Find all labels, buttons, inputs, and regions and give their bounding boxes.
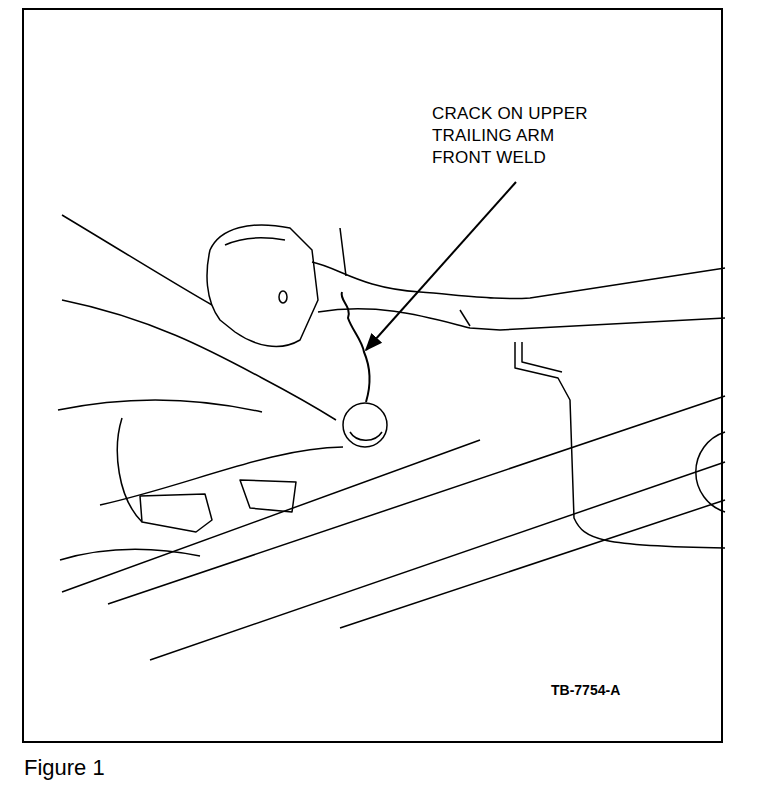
weld-crack xyxy=(342,292,370,402)
figure-caption: Figure 1 xyxy=(24,755,105,781)
line-art xyxy=(58,215,725,660)
figure-code: TB-7754-A xyxy=(551,682,620,698)
leader-arrow xyxy=(366,182,516,350)
figure-frame xyxy=(23,9,722,742)
callout-label: CRACK ON UPPER TRAILING ARM FRONT WELD xyxy=(432,103,604,169)
